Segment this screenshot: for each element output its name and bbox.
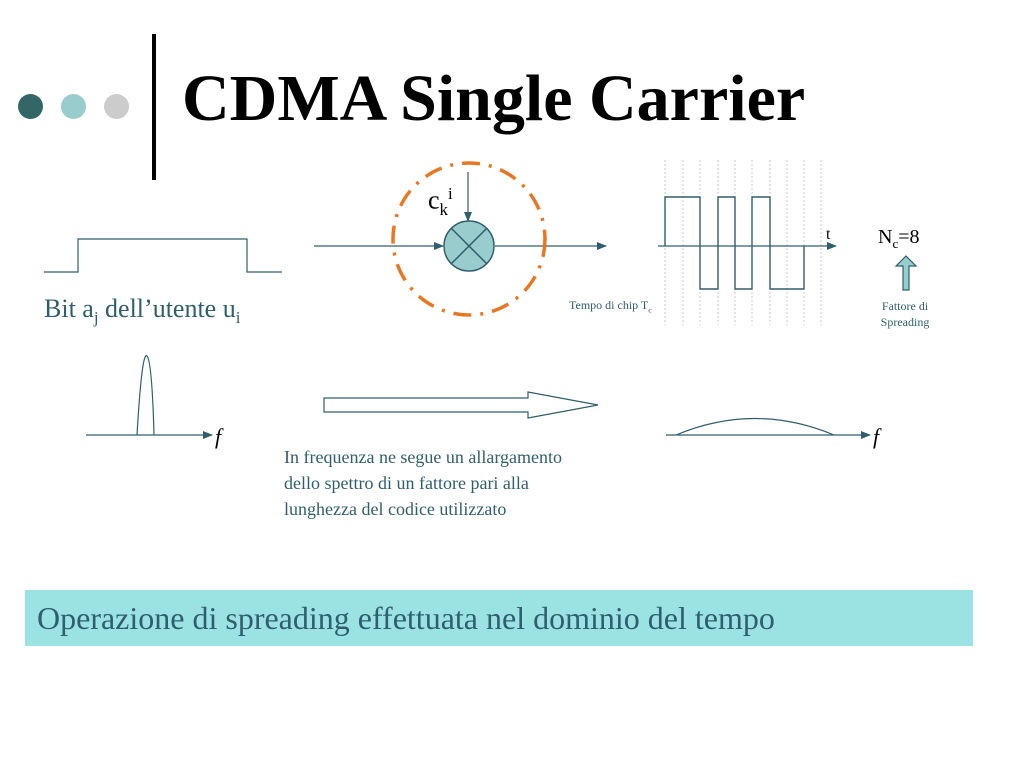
wide-spectrum [675, 417, 835, 436]
time-axis-label: t [826, 226, 831, 243]
narrow-spectrum [136, 355, 155, 436]
spreading-factor-caption: Fattore di Spreading [880, 299, 930, 329]
circled-times-icon [443, 220, 495, 272]
freq-label-right: f [873, 424, 880, 449]
freq-label-left: f [215, 424, 222, 449]
chip-time-base: Tempo di chip T [569, 298, 649, 312]
chip-waveform [664, 196, 805, 290]
arrow-up-icon [894, 255, 918, 291]
highlight-circle [391, 161, 547, 317]
page-title: CDMA Single Carrier [182, 62, 806, 135]
nc-base: N [878, 226, 893, 248]
chip-time-label: Tempo di chip Tc [569, 298, 652, 314]
spectrum-description: In frequenza ne segue un allargamento de… [284, 444, 656, 522]
chip-grid [664, 160, 822, 325]
summary-banner-text: Operazione di spreading effettuata nel d… [37, 600, 775, 636]
bit-label-sub-i: i [235, 308, 241, 328]
bit-label: Bit aj dell’utente ui [44, 294, 240, 328]
bit-label-prefix: Bit a [44, 294, 94, 323]
decor-dot-dark [18, 94, 43, 119]
code-label-sub: k [439, 199, 448, 219]
description-line: lunghezza del codice utilizzato [284, 499, 507, 519]
description-line: In frequenza ne segue un allargamento [284, 447, 563, 467]
summary-banner: Operazione di spreading effettuata nel d… [25, 590, 973, 646]
nc-value: =8 [898, 226, 920, 248]
code-label: cki [428, 184, 453, 220]
nc-sub: c [892, 236, 899, 251]
decor-dot-light [104, 94, 129, 119]
title-divider [152, 34, 156, 180]
spreading-factor-label: Nc=8 [878, 226, 920, 252]
transform-arrow [323, 391, 599, 419]
bit-pulse [44, 238, 282, 273]
decor-dot-mid [61, 94, 86, 119]
bit-label-sub-j: j [93, 308, 99, 328]
code-label-base: c [428, 185, 440, 215]
bit-label-middle: dell’utente u [98, 294, 236, 323]
code-label-sup: i [448, 184, 453, 203]
chip-time-sub: c [648, 305, 652, 315]
description-line: dello spettro di un fattore pari alla [284, 473, 529, 493]
